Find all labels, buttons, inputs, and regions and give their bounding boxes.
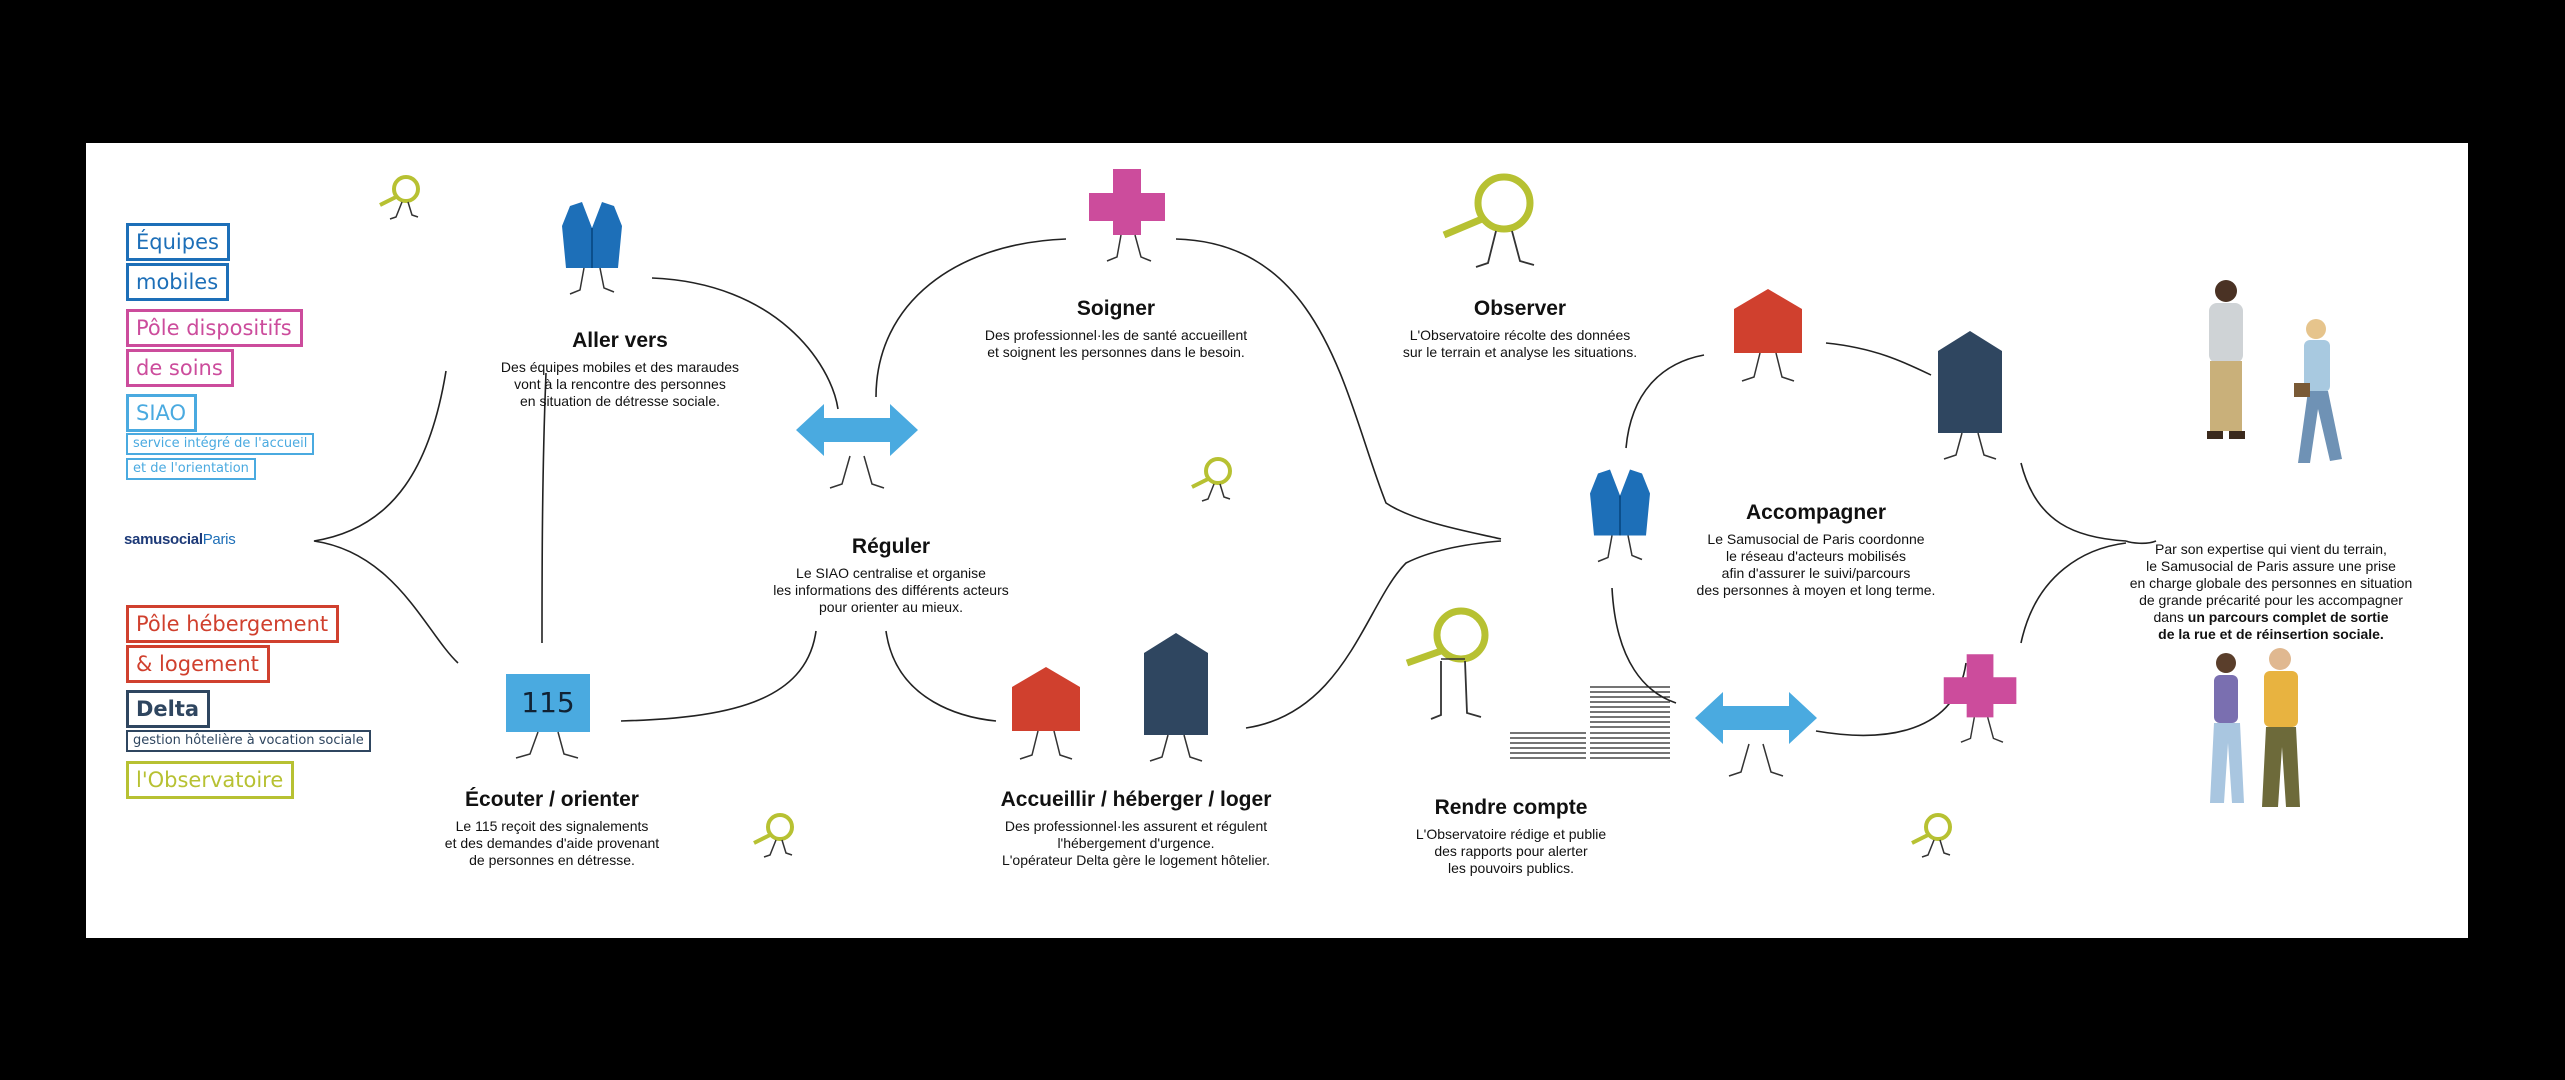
step-rendre-compte-title: Rendre compte	[1434, 796, 1588, 819]
step-observer-text: L'Observatoire récolte des données sur l…	[1402, 327, 1638, 360]
step-accompagner-title: Accompagner	[1745, 501, 1887, 524]
magnifier-walker-icon	[1405, 607, 1489, 720]
step-reguler-text: Le SIAO centralise et organise les infor…	[773, 565, 1009, 615]
magnifier-walker-icon	[753, 813, 794, 858]
legend-equipes-line1: Équipes	[126, 223, 230, 261]
step-observer: Observer L'Observatoire récolte des donn…	[1370, 297, 1670, 361]
step-observer-title: Observer	[1473, 297, 1567, 320]
step-aller-vers-title: Aller vers	[572, 329, 668, 352]
phone-115-walker-icon: 115	[506, 674, 590, 759]
step-rendre-compte: Rendre compte L'Observatoire rédige et p…	[1386, 796, 1636, 877]
legend-equipes-line2: mobiles	[126, 263, 230, 301]
step-soigner-title: Soigner	[1076, 297, 1156, 320]
red-house-walker-icon	[1012, 667, 1080, 760]
vest-walker-icon	[1590, 469, 1650, 563]
logo-paris: Paris	[202, 531, 236, 548]
magnifier-walker-icon	[1911, 813, 1952, 858]
people-illustration	[2207, 280, 2245, 439]
step-ecouter-title: Écouter / orienter	[465, 788, 639, 811]
legend-delta: Delta	[126, 690, 211, 728]
samusocial-logo: samusocialParis	[124, 531, 236, 548]
people-illustration	[2210, 648, 2300, 807]
step-aller-vers-text: Des équipes mobiles et des maraudes vont…	[500, 359, 740, 409]
cross-walker-icon	[1943, 654, 2017, 743]
step-accompagner-text: Le Samusocial de Paris coordonne le rése…	[1696, 531, 1936, 598]
legend-siao: SIAO	[126, 394, 198, 432]
step-accueillir-title: Accueillir / héberger / loger	[1000, 788, 1272, 811]
navy-house-walker-icon	[1144, 633, 1208, 762]
magnifier-walker-icon	[379, 175, 420, 220]
step-soigner-text: Des professionnel·les de santé accueille…	[984, 327, 1248, 360]
red-house-walker-icon	[1734, 289, 1802, 382]
double-arrow-walker-icon	[1695, 692, 1817, 777]
cross-walker-icon	[1089, 169, 1165, 262]
legend-pole-soins-line1: Pôle dispositifs	[126, 309, 303, 347]
legend-pole-hebergement-line2: & logement	[126, 645, 270, 683]
vest-walker-icon	[562, 202, 622, 295]
legend-pole-hebergement-line1: Pôle hébergement	[126, 605, 340, 643]
step-soigner: Soigner Des professionnel·les de santé a…	[946, 297, 1286, 361]
legend-observatoire: l'Observatoire	[126, 761, 295, 799]
legend-siao-sub2: et de l'orientation	[126, 458, 256, 480]
documents-icon	[1510, 686, 1670, 759]
logo-samusocial: samusocial	[124, 531, 203, 548]
magnifier-walker-icon	[1191, 457, 1232, 502]
step-reguler-title: Réguler	[851, 535, 931, 558]
step-accueillir: Accueillir / héberger / loger Des profes…	[966, 788, 1306, 869]
navy-house-walker-icon	[1938, 331, 2002, 460]
phone-115-label: 115	[521, 686, 574, 719]
summary-text-regular: Par son expertise qui vient du terrain, …	[2129, 541, 2413, 625]
step-accueillir-text: Des professionnel·les assurent et régule…	[1001, 818, 1271, 868]
step-accompagner: Accompagner Le Samusocial de Paris coord…	[1666, 501, 1966, 599]
people-illustration	[2294, 319, 2342, 463]
summary-text-bold: un parcours complet de sortie de la rue …	[2158, 609, 2389, 642]
step-ecouter-orienter: Écouter / orienter Le 115 reçoit des sig…	[422, 788, 682, 869]
legend-siao-sub1: service intégré de l'accueil	[126, 433, 315, 455]
double-arrow-walker-icon	[796, 404, 918, 489]
step-aller-vers: Aller vers Des équipes mobiles et des ma…	[460, 329, 780, 410]
step-reguler: Réguler Le SIAO centralise et organise l…	[746, 535, 1036, 616]
diagram-panel: Équipes mobiles Pôle dispositifs de soin…	[86, 143, 2468, 938]
summary-text: Par son expertise qui vient du terrain, …	[2111, 524, 2431, 643]
magnifier-walker-icon	[1442, 173, 1535, 268]
step-rendre-compte-text: L'Observatoire rédige et publie des rapp…	[1415, 826, 1607, 876]
legend-delta-sub: gestion hôtelière à vocation sociale	[126, 730, 371, 752]
step-ecouter-text: Le 115 reçoit des signalements et des de…	[444, 818, 660, 868]
legend-pole-soins-line2: de soins	[126, 349, 234, 387]
